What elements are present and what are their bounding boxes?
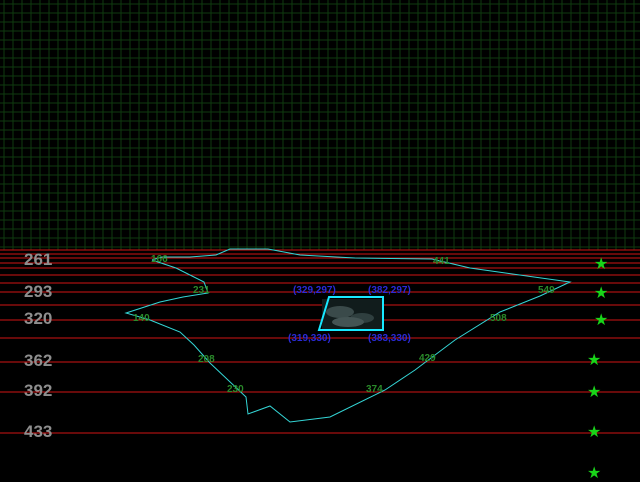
- row-label: 320: [24, 309, 52, 329]
- star-icon[interactable]: ★: [587, 424, 601, 440]
- corner-label: (383,330): [368, 333, 411, 344]
- vertex-label: 508: [490, 313, 507, 324]
- row-label: 433: [24, 422, 52, 442]
- corner-label: (329,297): [293, 285, 336, 296]
- star-icon[interactable]: ★: [594, 312, 608, 328]
- star-icon[interactable]: ★: [594, 285, 608, 301]
- selection-texture: [326, 306, 354, 318]
- vertex-label: 441: [433, 256, 450, 267]
- vertex-label: 429: [419, 353, 436, 364]
- vertex-label: 230: [227, 384, 244, 395]
- row-label: 362: [24, 351, 52, 371]
- vertex-label: 208: [198, 354, 215, 365]
- row-label: 293: [24, 282, 52, 302]
- corner-label: (382,297): [368, 285, 411, 296]
- star-icon[interactable]: ★: [587, 352, 601, 368]
- selection-box[interactable]: [319, 297, 383, 330]
- selection-texture: [332, 317, 364, 327]
- background-grid: [0, 0, 640, 250]
- vertex-label: 231: [193, 285, 210, 296]
- star-icon[interactable]: ★: [587, 384, 601, 400]
- vertex-label: 374: [366, 384, 383, 395]
- vertex-label: 549: [538, 285, 555, 296]
- row-label: 392: [24, 381, 52, 401]
- corner-label: (319,330): [288, 333, 331, 344]
- row-label: 261: [24, 250, 52, 270]
- star-icon[interactable]: ★: [594, 256, 608, 272]
- vertex-label: 166: [151, 254, 168, 265]
- vertex-label: 140: [133, 313, 150, 324]
- star-icon[interactable]: ★: [587, 465, 601, 481]
